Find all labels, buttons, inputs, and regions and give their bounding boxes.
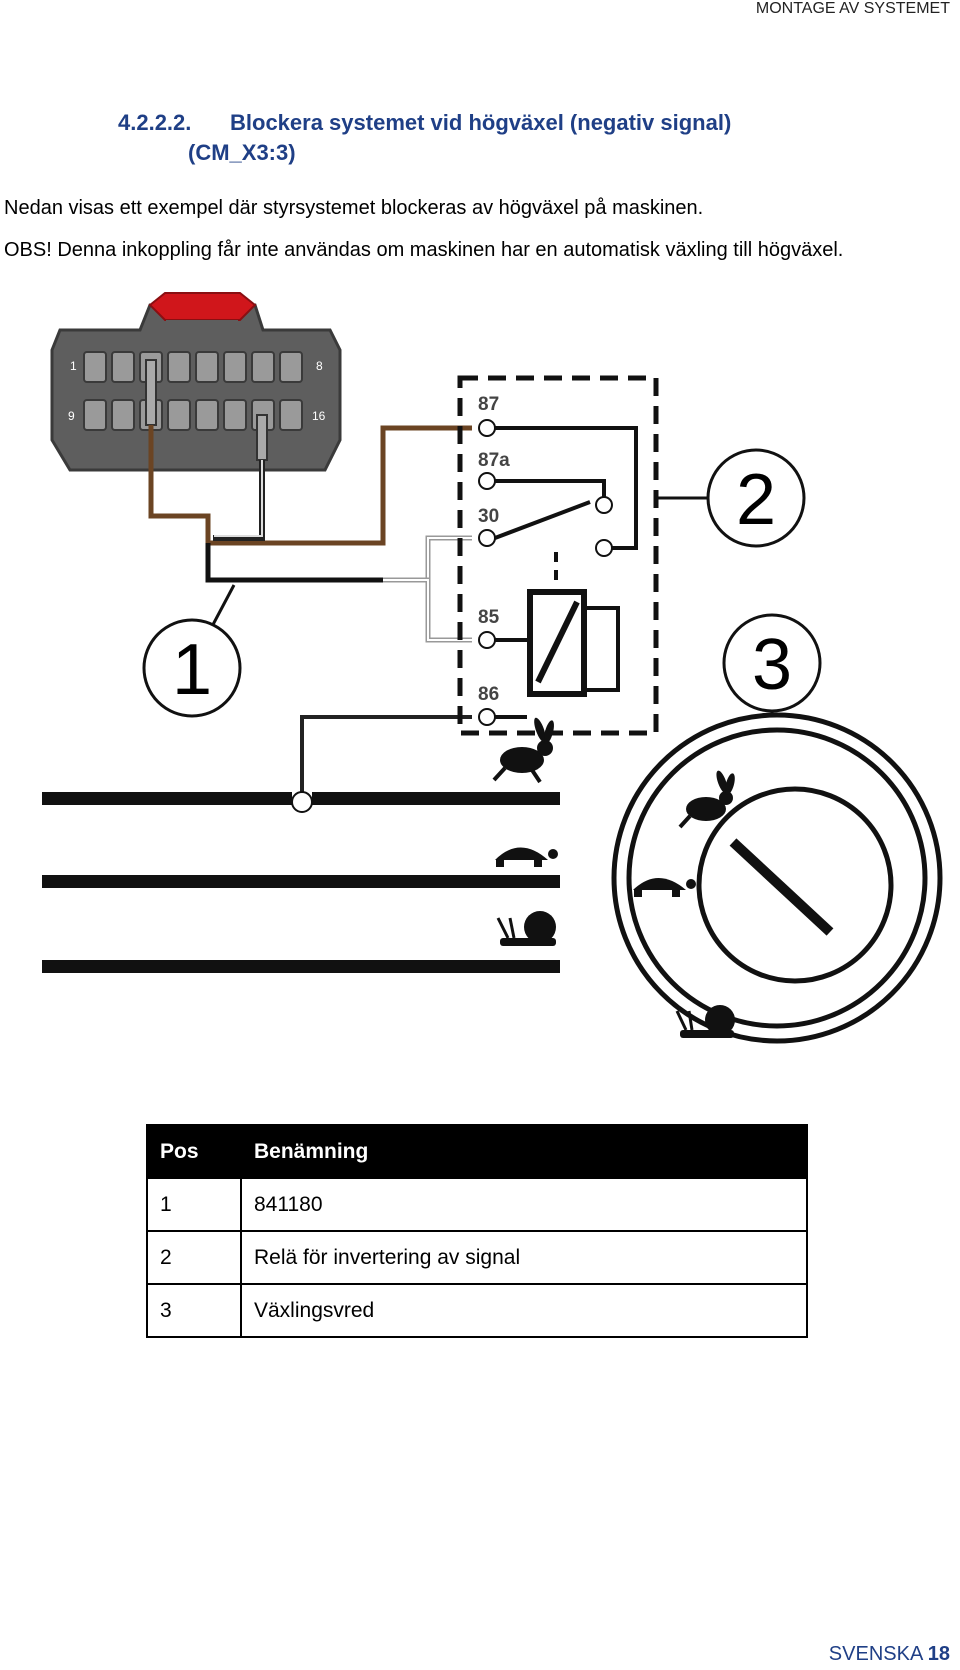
section-title-line1: Blockera systemet vid högväxel (negativ …: [230, 110, 732, 135]
cell-name: Relä för invertering av signal: [240, 1230, 808, 1285]
section-number: 4.2.2.2.: [118, 110, 192, 135]
pin-label-16: 16: [312, 409, 326, 423]
relay-pin-87: 87: [478, 394, 499, 415]
pin-label-9: 9: [68, 409, 75, 423]
header-name: Benämning: [240, 1124, 808, 1179]
knob-rabbit-icon: [678, 770, 735, 829]
knob-turtle-icon: [633, 878, 696, 897]
gear-lines: [42, 791, 560, 973]
gear-selector-knob: [611, 712, 943, 1044]
knob-snail-icon: [675, 1005, 735, 1038]
wiring-diagram: 1 8 9 16 87 87a 30 85 86: [42, 292, 943, 1044]
cell-name: Växlingsvred: [240, 1283, 808, 1338]
wires: [148, 425, 472, 802]
table-header-row: Pos Benämning: [146, 1124, 808, 1179]
section-heading: 4.2.2.2. Blockera systemet vid högväxel (…: [118, 110, 732, 165]
callout-2-label: 2: [736, 460, 776, 540]
snail-icon: [496, 911, 556, 946]
header-section-title: MONTAGE AV SYSTEMET: [755, 0, 950, 17]
table-row: 1 841180: [146, 1177, 808, 1232]
callout-3-label: 3: [752, 625, 792, 705]
relay-pin-87a: 87a: [478, 450, 510, 471]
relay-pin-30: 30: [478, 506, 499, 527]
cell-pos: 3: [146, 1283, 242, 1338]
cell-name: 841180: [240, 1177, 808, 1232]
relay-pin-85: 85: [478, 607, 500, 628]
table-row: 3 Växlingsvred: [146, 1283, 808, 1338]
relay: 87 87a 30 85 86: [457, 375, 659, 736]
page-footer: SVENSKA 18: [829, 1643, 950, 1666]
cell-pos: 2: [146, 1230, 242, 1285]
callout-1-label: 1: [172, 630, 212, 710]
cell-pos: 1: [146, 1177, 242, 1232]
intro-paragraph: Nedan visas ett exempel där styrsystemet…: [4, 197, 704, 219]
connector-top-row: [83, 351, 303, 383]
footer-language: SVENSKA: [828, 1643, 923, 1665]
callout-2: 2: [656, 448, 806, 548]
pin-label-8: 8: [316, 359, 323, 373]
parts-table: Pos Benämning 1 841180 2 Relä för invert…: [146, 1124, 808, 1338]
connector: 1 8 9 16: [50, 292, 342, 472]
note-paragraph: OBS! Denna inkoppling får inte användas …: [4, 239, 844, 261]
table-row: 2 Relä för invertering av signal: [146, 1230, 808, 1285]
header-pos: Pos: [146, 1124, 242, 1179]
section-title-line2: (CM_X3:3): [188, 140, 296, 165]
rabbit-icon: [492, 717, 554, 784]
relay-pin-86: 86: [478, 684, 499, 705]
page-number: 18: [927, 1643, 950, 1665]
pin-label-1: 1: [70, 359, 77, 373]
callout-1: 1: [142, 584, 242, 718]
turtle-icon: [495, 847, 558, 867]
